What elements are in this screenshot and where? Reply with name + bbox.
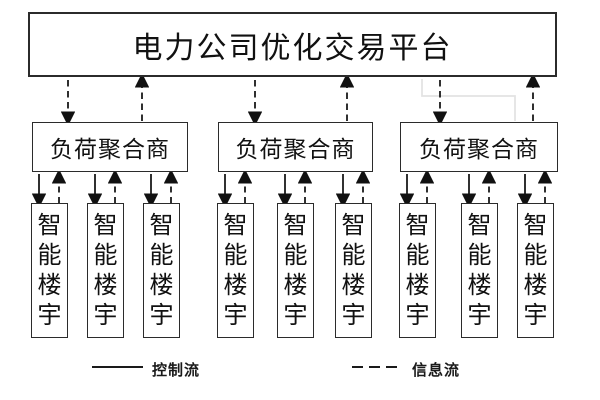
- legend-info-flow-label: 信息流: [412, 362, 461, 379]
- ghost-connector-line: [421, 79, 516, 121]
- aggregator-label-1: 负荷聚合商: [50, 137, 170, 162]
- building-box-1: 智能楼宇: [31, 203, 68, 338]
- building-box-8: 智能楼宇: [461, 203, 498, 338]
- legend-control-flow-label: 控制流: [152, 362, 201, 379]
- building-box-7: 智能楼宇: [399, 203, 436, 338]
- building-box-6: 智能楼宇: [335, 203, 372, 338]
- aggregator-label-2: 负荷聚合商: [235, 137, 356, 162]
- building-box-2: 智能楼宇: [87, 203, 124, 338]
- aggregator-box-3: 负荷聚合商: [400, 122, 558, 172]
- building-box-4: 智能楼宇: [217, 203, 254, 338]
- platform-label: 电力公司优化交易平台: [132, 31, 453, 65]
- platform-box: 电力公司优化交易平台: [28, 12, 557, 77]
- building-box-9: 智能楼宇: [517, 203, 554, 338]
- aggregator-box-1: 负荷聚合商: [32, 122, 188, 172]
- aggregator-label-3: 负荷聚合商: [419, 137, 539, 162]
- building-box-3: 智能楼宇: [143, 203, 180, 338]
- building-box-5: 智能楼宇: [277, 203, 314, 338]
- aggregator-box-2: 负荷聚合商: [218, 122, 373, 172]
